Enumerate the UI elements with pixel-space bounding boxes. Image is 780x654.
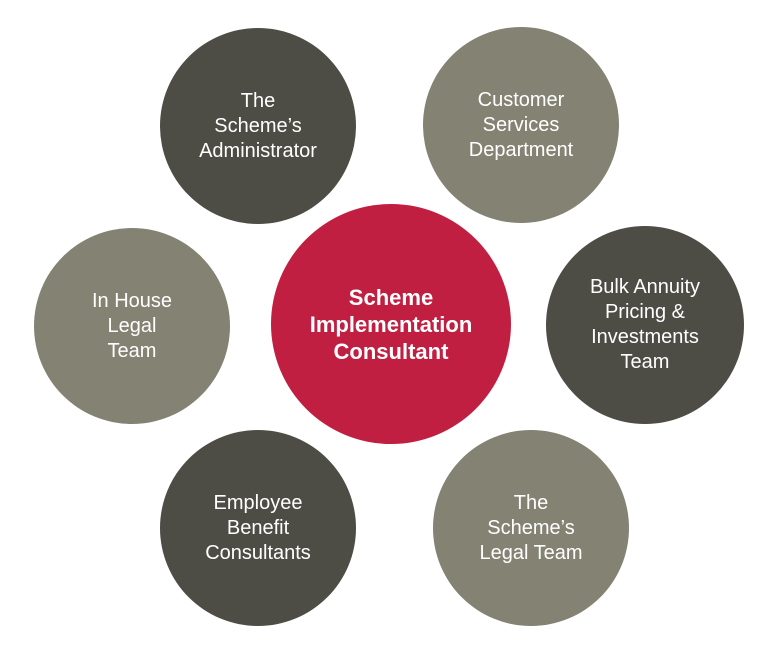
center-label: Scheme Implementation Consultant: [309, 284, 473, 364]
node-center-consultant: Scheme Implementation Consultant: [271, 204, 511, 444]
node-bulk-annuity: Bulk Annuity Pricing & Investments Team: [546, 226, 744, 424]
node-customer-services: Customer Services Department: [423, 27, 619, 223]
node-label: In House Legal Team: [91, 289, 173, 362]
node-label: The Scheme’s Legal Team: [479, 491, 583, 564]
node-label: The Scheme’s Administrator: [199, 89, 317, 162]
node-label: Customer Services Department: [468, 88, 574, 161]
node-in-house-legal: In House Legal Team: [34, 228, 230, 424]
node-label: Employee Benefit Consultants: [205, 491, 311, 564]
node-label: Bulk Annuity Pricing & Investments Team: [589, 276, 701, 373]
node-scheme-administrator: The Scheme’s Administrator: [160, 28, 356, 224]
node-employee-benefit: Employee Benefit Consultants: [160, 430, 356, 626]
node-scheme-legal: The Scheme’s Legal Team: [433, 430, 629, 626]
